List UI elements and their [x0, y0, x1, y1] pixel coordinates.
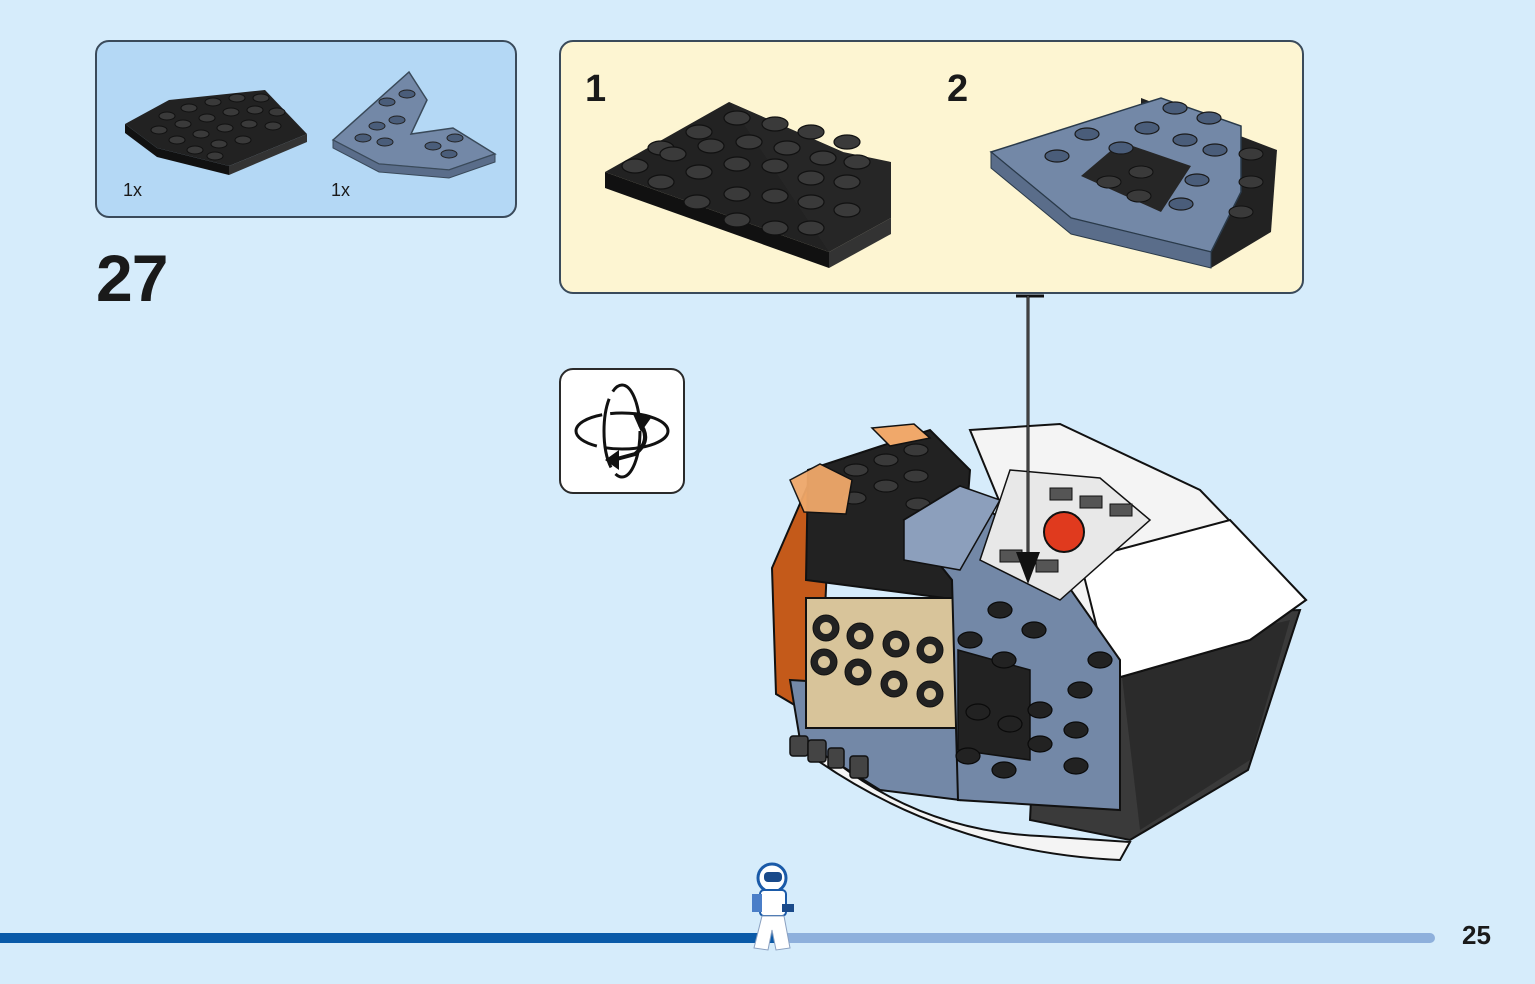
progress-fill — [0, 933, 775, 943]
step-number: 27 — [96, 241, 168, 315]
spaceship-model — [770, 422, 1308, 862]
parts-illustration — [125, 70, 497, 179]
sub-step-1-black-plate — [605, 102, 891, 268]
placement-arrow — [1016, 296, 1040, 584]
logo-badge-icon — [1043, 511, 1085, 553]
part-2-quantity: 1x — [331, 180, 351, 200]
rotate-model-box — [559, 368, 685, 494]
parts-list-box: 1x 1x — [95, 40, 517, 218]
sub-assembly-illustration — [605, 97, 1277, 269]
page-number: 25 — [1462, 920, 1491, 950]
sub-assembly-box: 1 2 — [559, 40, 1304, 294]
astronaut-progress-icon — [752, 862, 794, 951]
rotate-model-icon — [574, 383, 670, 479]
sub-step-1-label: 1 — [585, 68, 607, 110]
black-wedge-plate-icon — [125, 90, 307, 175]
sub-step-2-combined-plates — [989, 97, 1277, 269]
sub-step-2-label: 2 — [947, 68, 969, 110]
sand-blue-wedge-plate-icon — [331, 70, 497, 179]
part-1-quantity: 1x — [123, 180, 143, 200]
